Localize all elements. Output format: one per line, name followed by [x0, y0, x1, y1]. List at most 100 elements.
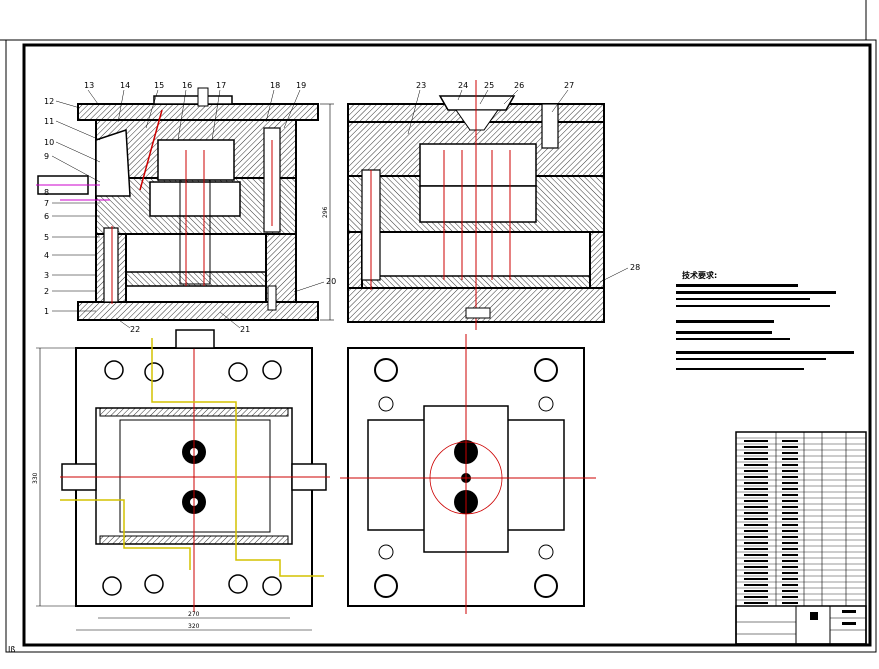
side-support-right [589, 231, 605, 289]
dim-plan-height-text: 330 [32, 472, 39, 484]
part-label-4: 4 [44, 251, 49, 260]
side-core [419, 143, 537, 187]
title-block-row-text [782, 482, 798, 484]
rplan-boss-3 [374, 574, 398, 598]
plan-dimensions: 330 270 320 [32, 347, 312, 631]
title-block-row-text [744, 506, 768, 508]
part-label-20: 20 [326, 277, 336, 286]
title-block-row-text [782, 518, 798, 520]
plan-boss-6 [144, 574, 164, 594]
tech-requirements-title: 技术要求: [682, 270, 717, 280]
rplan-boss-2 [534, 358, 558, 382]
title-block-row-text [782, 464, 798, 466]
title-block-row-text [744, 566, 768, 568]
title-block-row-text [744, 590, 768, 592]
title-block-row-text [744, 602, 768, 604]
part-label-12: 12 [44, 97, 54, 106]
title-block-row-text [744, 554, 768, 556]
part-label-10: 10 [44, 138, 54, 147]
dim-height-text: 296 [322, 206, 329, 218]
side-cavity [419, 185, 537, 223]
title-block-row-text [744, 482, 768, 484]
part-label-15: 15 [154, 81, 164, 90]
plan-boss-2 [144, 362, 164, 382]
part-label-11: 11 [44, 117, 54, 126]
title-block-row-text [782, 440, 798, 442]
rplan-ring [429, 441, 503, 515]
title-block-row-text [782, 572, 798, 574]
title-block-row-text [744, 512, 768, 514]
part-label-24: 24 [458, 81, 468, 90]
part-label-8: 8 [44, 188, 49, 197]
part-label-21: 21 [240, 325, 250, 334]
title-block-row-text [744, 518, 768, 520]
title-block-row-text [782, 470, 798, 472]
title-block-row-text [744, 572, 768, 574]
title-block-row-text [744, 500, 768, 502]
title-block-row-text [782, 512, 798, 514]
title-block-row-text [782, 554, 798, 556]
title-block-row-text [744, 536, 768, 538]
part-labels: 1 2 3 4 5 6 7 8 9 10 11 12 13 14 15 16 1… [44, 81, 640, 334]
title-block-row-text [744, 524, 768, 526]
title-block-rows [736, 437, 866, 604]
slider [95, 128, 131, 197]
title-block [735, 431, 867, 645]
title-block-row-text [782, 536, 798, 538]
plan-boss-5 [102, 576, 122, 596]
title-block-row-text [782, 596, 798, 598]
core-insert [157, 139, 235, 181]
sprue-bush-top [153, 95, 233, 105]
part-label-18: 18 [270, 81, 280, 90]
rplan-pin-4 [538, 544, 554, 560]
cooling-channel-2 [60, 499, 191, 570]
title-block-row-text [744, 440, 768, 442]
bottom-left-plan-view [60, 329, 330, 612]
title-block-row-text [782, 488, 798, 490]
title-block-row-text [744, 578, 768, 580]
plan-boss-1 [104, 360, 124, 380]
title-block-row-text [744, 548, 768, 550]
plan-cavity-area [119, 419, 271, 533]
sprue [455, 109, 499, 131]
bottom-clamp-plate [77, 301, 319, 321]
knockout-hole [465, 307, 491, 319]
side-screw [541, 103, 559, 149]
technical-requirements: 技术要求: [676, 270, 854, 370]
title-block-row-text [782, 458, 798, 460]
title-block-row-text [782, 590, 798, 592]
dim-width-outer-text: 320 [188, 623, 200, 630]
title-block-row-text [782, 500, 798, 502]
rplan-boss-4 [534, 574, 558, 598]
front-section-view [36, 87, 319, 321]
title-block-row-text [744, 596, 768, 598]
title-block-row-text [782, 602, 798, 604]
title-block-row-text [744, 470, 768, 472]
rplan-boss-1 [374, 358, 398, 382]
part-label-16: 16 [182, 81, 192, 90]
side-support-left [347, 231, 363, 289]
title-block-row-text [782, 578, 798, 580]
part-label-25: 25 [484, 81, 494, 90]
part-label-22: 22 [130, 325, 140, 334]
part-label-17: 17 [216, 81, 226, 90]
title-block-row-text [782, 560, 798, 562]
title-block-row-text [782, 476, 798, 478]
side-section-view [347, 80, 605, 330]
dim-width-inner-text: 270 [188, 611, 200, 618]
part-label-6: 6 [44, 212, 49, 221]
plan-boss-3 [228, 362, 248, 382]
part-label-7: 7 [44, 199, 49, 208]
title-block-row-text [782, 566, 798, 568]
part-label-26: 26 [514, 81, 524, 90]
title-block-row-text [744, 494, 768, 496]
title-block-row-text [744, 452, 768, 454]
plan-top-fitting [175, 329, 215, 349]
part-label-9: 9 [44, 152, 49, 161]
title-block-row-text [744, 458, 768, 460]
part-label-3: 3 [44, 271, 49, 280]
return-pin [267, 285, 277, 311]
title-block-row-text [744, 476, 768, 478]
title-block-row-text [782, 506, 798, 508]
